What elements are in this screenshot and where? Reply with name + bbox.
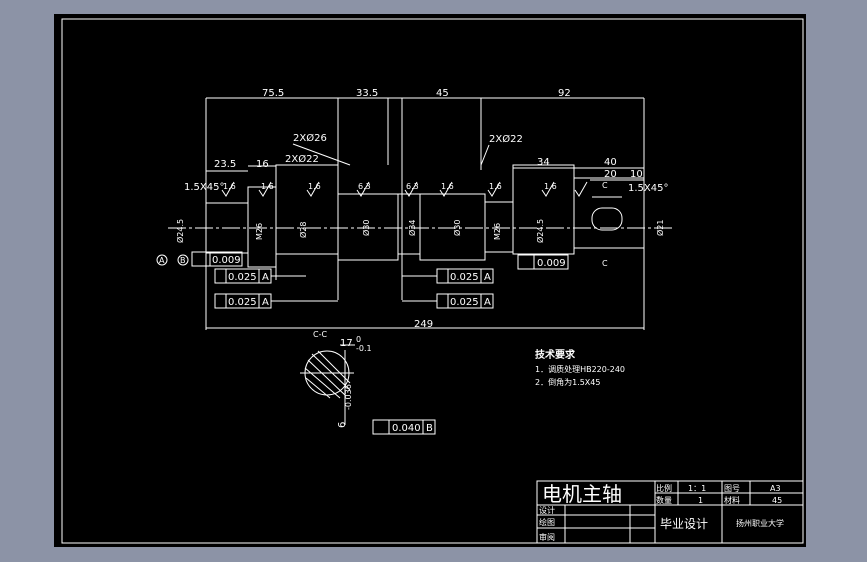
m26-right: M26	[493, 223, 502, 240]
tol-0-025-d: 0.025	[450, 297, 479, 308]
tolerance-frames	[191, 251, 569, 435]
design-label: 设计	[539, 505, 555, 515]
roughness-7: 1.6	[489, 182, 502, 191]
dia-34: Ø34	[407, 220, 417, 236]
dim-40: 40	[604, 157, 617, 168]
dim-34: 34	[537, 157, 550, 168]
material-label: 材料	[724, 495, 740, 505]
dim-23-5: 23.5	[214, 159, 236, 170]
material-value: 45	[772, 496, 782, 505]
datum-a-marker	[156, 254, 168, 266]
tol-0-025-b: 0.025	[228, 297, 257, 308]
cut-mark-c-top: C	[602, 181, 608, 190]
roughness-6: 1.6	[441, 182, 454, 191]
dia-24-5-right: Ø24.5	[535, 219, 545, 243]
chamfer-right-label: 1.5X45°	[628, 183, 668, 194]
holes-22b-label: 2XØ22	[489, 133, 523, 145]
dim-45: 45	[436, 88, 449, 99]
review-label: 审阅	[539, 532, 555, 542]
tol-ref-a2: A	[262, 297, 269, 308]
tol-0-009-left: 0.009	[212, 255, 241, 266]
part-name: 电机主轴	[542, 482, 622, 506]
dim-16: 16	[256, 159, 269, 170]
section-tol-bottom: -0.1	[356, 344, 372, 353]
shaft-outline	[205, 164, 645, 268]
datum-b-marker	[177, 254, 189, 266]
scale-label: 比例	[656, 483, 672, 493]
section-tol-top: 0	[356, 335, 361, 344]
leader-holes-26	[292, 143, 351, 166]
section-depth: 6	[337, 422, 348, 428]
dia-30-right: Ø30	[452, 220, 462, 236]
extension-lines	[205, 98, 645, 330]
holes-22a-label: 2XØ22	[285, 153, 319, 165]
roughness-4: 6.3	[358, 182, 371, 191]
roughness-5: 6.3	[406, 182, 419, 191]
shaft-drawing: 75.5 33.5 45 92 23.5 16 34 40 20 10 249 …	[61, 18, 804, 544]
qty-label: 数量	[656, 495, 672, 505]
tol-ref-b: B	[426, 423, 433, 434]
dim-92: 92	[558, 88, 571, 99]
project-name: 毕业设计	[660, 517, 708, 531]
holes-26-label: 2XØ26	[293, 132, 327, 144]
dim-20: 20	[604, 169, 617, 180]
tol-ref-a1: A	[262, 272, 269, 283]
roughness-3: 1.6	[308, 182, 321, 191]
dia-24-5-left: Ø24.5	[175, 219, 185, 243]
section-title: C-C	[313, 330, 327, 339]
dimension-lines	[206, 97, 644, 329]
dim-75-5: 75.5	[262, 88, 284, 99]
datum-a-label: A	[159, 256, 165, 265]
roughness-symbols	[221, 181, 588, 197]
school-name: 扬州职业大学	[736, 518, 784, 528]
note-2: 2．倒角为1.5X45	[535, 377, 600, 387]
drawing-no-value: A3	[770, 484, 781, 493]
roughness-1: 1.6	[223, 182, 236, 191]
leader-holes-22	[480, 144, 490, 166]
note-1: 1．调质处理HB220-240	[535, 364, 625, 374]
tol-ref-a3: A	[484, 272, 491, 283]
dim-10: 10	[630, 169, 643, 180]
tol-0-009-right: 0.009	[537, 258, 566, 269]
tol-0-040: 0.040	[392, 423, 421, 434]
datum-b-label: B	[180, 256, 186, 265]
notes-title: 技术要求	[535, 348, 576, 361]
section-depth-tol: -0.036	[344, 384, 353, 410]
tol-0-025-c: 0.025	[450, 272, 479, 283]
title-block	[536, 480, 804, 544]
dia-28: Ø28	[298, 222, 308, 238]
roughness-8: 1.6	[544, 182, 557, 191]
m26-left: M26	[255, 223, 264, 240]
qty-value: 1	[698, 496, 703, 505]
drawing-sheet: 75.5 33.5 45 92 23.5 16 34 40 20 10 249 …	[54, 14, 806, 547]
section-length: 17	[340, 338, 353, 349]
drawing-no-label: 图号	[724, 484, 740, 493]
chamfer-left-label: 1.5X45°	[184, 182, 224, 193]
tol-ref-a4: A	[484, 297, 491, 308]
dim-33-5: 33.5	[356, 88, 378, 99]
scale-value: 1：1	[688, 484, 706, 493]
dim-249: 249	[414, 319, 433, 330]
dia-21: Ø21	[655, 220, 665, 236]
draft-label: 绘图	[539, 517, 555, 527]
tol-0-025-a: 0.025	[228, 272, 257, 283]
cut-mark-c-bottom: C	[602, 259, 608, 268]
section-view	[300, 344, 355, 425]
dia-30-left: Ø30	[361, 220, 371, 236]
roughness-2: 1.6	[261, 182, 274, 191]
drawing-frame	[61, 18, 804, 544]
